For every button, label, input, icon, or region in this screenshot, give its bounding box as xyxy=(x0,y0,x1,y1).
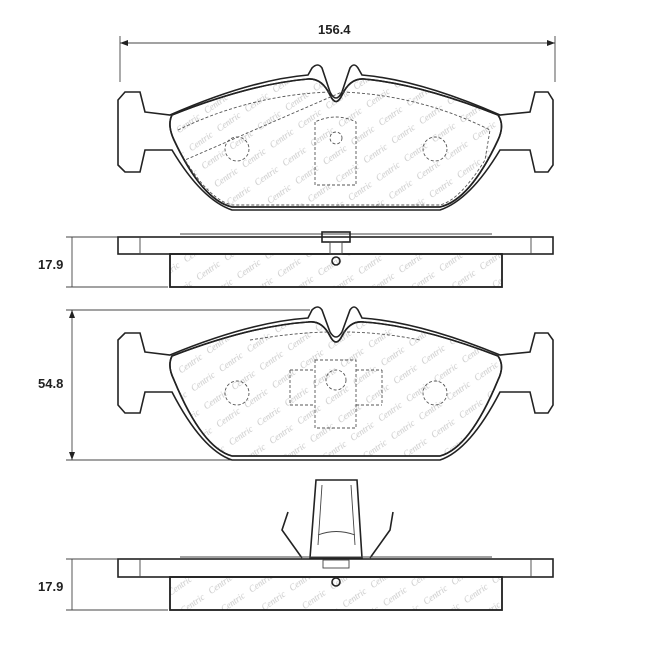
height-dimension-line xyxy=(66,309,310,461)
pad-front-view-bottom xyxy=(117,306,554,461)
thickness-top-dimension-line xyxy=(66,236,168,288)
pad-side-view-bottom xyxy=(117,556,554,611)
thickness-bottom-dimension-label: 17.9 xyxy=(38,579,64,594)
pad-side-view-top xyxy=(117,231,554,288)
pad-clip xyxy=(281,479,394,559)
height-dimension-label: 54.8 xyxy=(38,376,64,391)
pad-front-view-top xyxy=(117,64,554,211)
thickness-bottom-dimension-line xyxy=(66,558,168,611)
thickness-top-dimension-label: 17.9 xyxy=(38,257,64,272)
width-dimension-line xyxy=(119,36,556,82)
width-dimension-label: 156.4 xyxy=(318,22,351,37)
